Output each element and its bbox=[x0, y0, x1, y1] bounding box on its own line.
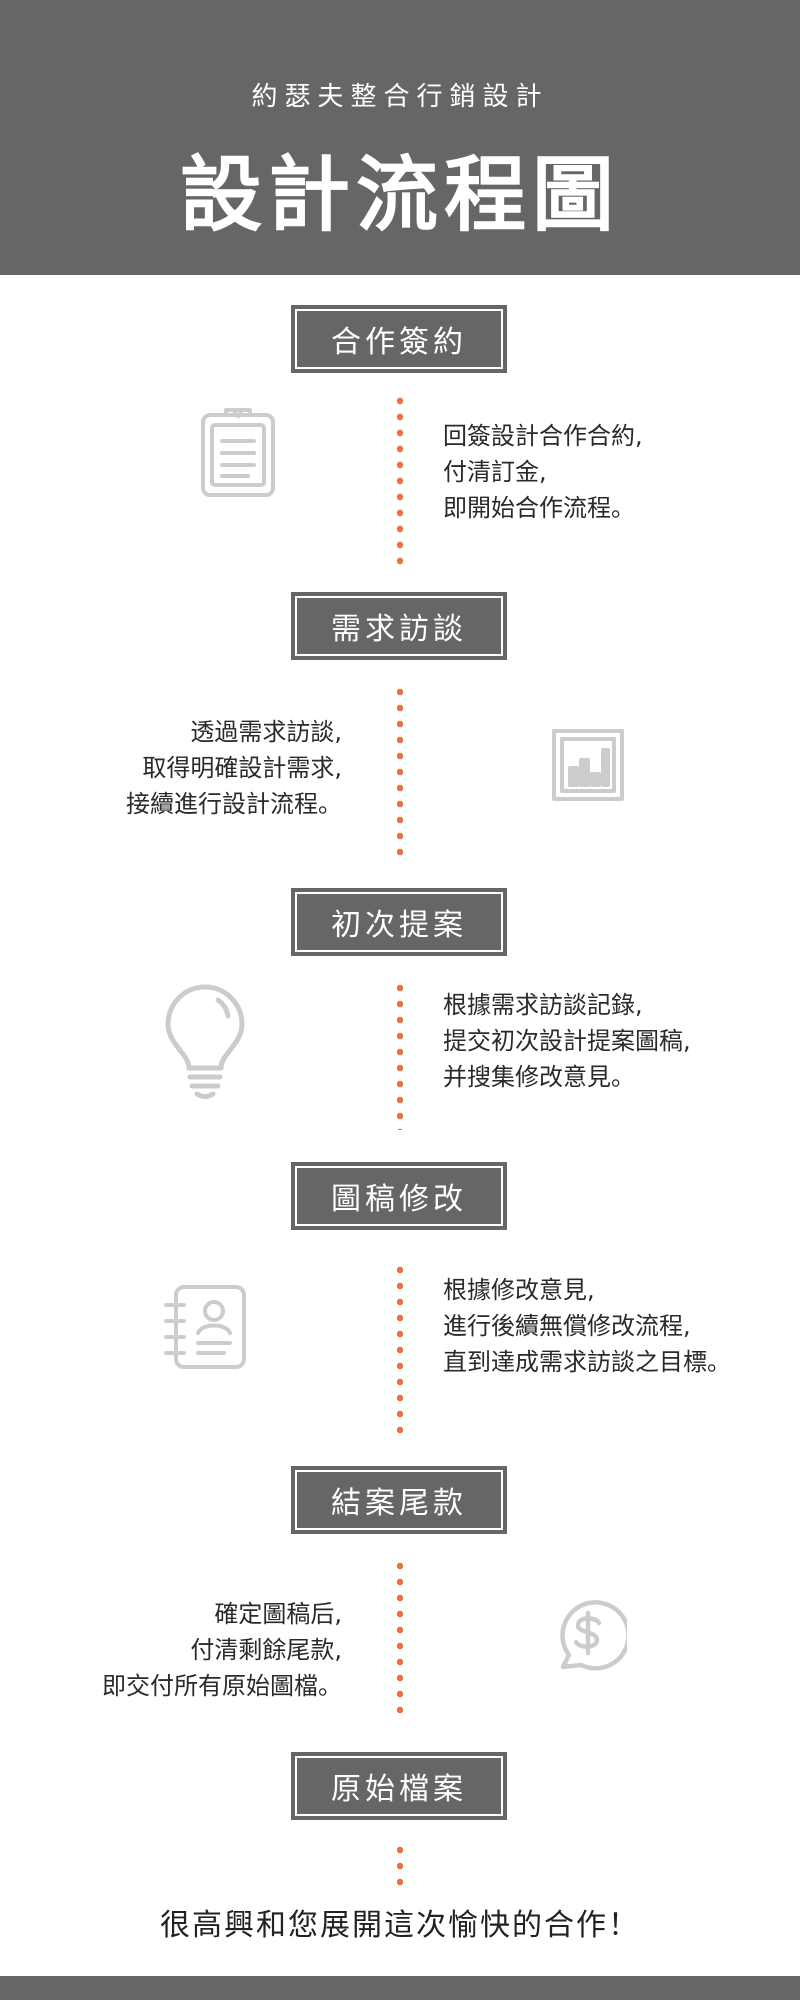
closing-message: 很高興和您展開這次愉快的合作！ bbox=[160, 1908, 640, 1943]
step-3-title: 初次提案 bbox=[295, 892, 503, 952]
clipboard-icon bbox=[198, 405, 278, 504]
step-3-description: 根據需求訪談記錄, 提交初次設計提案圖稿, 并搜集修改意見。 bbox=[443, 987, 691, 1095]
step-1-line-2: 付清訂金, bbox=[443, 458, 547, 486]
step-5-title: 結案尾款 bbox=[295, 1470, 503, 1530]
step-1-box: 合作簽約 bbox=[291, 305, 507, 373]
step-5-line-2: 付清剩餘尾款, bbox=[190, 1636, 342, 1664]
step-6-connector bbox=[397, 1842, 403, 1892]
page-title: 設計流程圖 bbox=[179, 148, 620, 243]
dollar-bubble-icon bbox=[547, 1595, 631, 1679]
step-5-box: 結案尾款 bbox=[291, 1466, 507, 1534]
step-6-box: 原始檔案 bbox=[291, 1752, 507, 1820]
lightbulb-icon bbox=[162, 982, 248, 1104]
step-2-description: 透過需求訪談, 取得明確設計需求, 接續進行設計流程。 bbox=[126, 714, 342, 822]
step-1-title: 合作簽約 bbox=[295, 309, 503, 369]
step-2-line-3: 接續進行設計流程。 bbox=[126, 790, 342, 818]
step-4-line-2: 進行後續無償修改流程, bbox=[443, 1312, 691, 1340]
step-3-connector bbox=[397, 980, 403, 1130]
step-5-line-1: 確定圖稿后, bbox=[214, 1600, 342, 1628]
step-4-box: 圖稿修改 bbox=[291, 1162, 507, 1230]
step-3-line-3: 并搜集修改意見。 bbox=[443, 1063, 635, 1091]
step-3-line-1: 根據需求訪談記錄, bbox=[443, 991, 643, 1019]
step-1-description: 回簽設計合作合約, 付清訂金, 即開始合作流程。 bbox=[443, 418, 643, 526]
step-5-description: 確定圖稿后, 付清剩餘尾款, 即交付所有原始圖檔。 bbox=[102, 1596, 342, 1704]
step-1-connector bbox=[397, 393, 403, 569]
step-4-description: 根據修改意見, 進行後續無償修改流程, 直到達成需求訪談之目標。 bbox=[443, 1272, 731, 1380]
step-4-connector bbox=[397, 1262, 403, 1438]
step-3-line-2: 提交初次設計提案圖稿, bbox=[443, 1027, 691, 1055]
notebook-icon bbox=[162, 1283, 250, 1375]
step-4-line-1: 根據修改意見, bbox=[443, 1276, 595, 1304]
step-1-line-1: 回簽設計合作合約, bbox=[443, 422, 643, 450]
step-2-connector bbox=[397, 684, 403, 860]
footer-bar bbox=[0, 1976, 800, 2000]
step-5-connector bbox=[397, 1558, 403, 1722]
step-2-box: 需求訪談 bbox=[291, 592, 507, 660]
company-subtitle: 約瑟夫整合行銷設計 bbox=[251, 82, 549, 112]
step-2-line-1: 透過需求訪談, bbox=[190, 718, 342, 746]
step-6-title: 原始檔案 bbox=[295, 1756, 503, 1816]
header-banner: 約瑟夫整合行銷設計 設計流程圖 bbox=[0, 0, 800, 275]
step-4-line-3: 直到達成需求訪談之目標。 bbox=[443, 1348, 731, 1376]
step-1-line-3: 即開始合作流程。 bbox=[443, 494, 635, 522]
step-5-line-3: 即交付所有原始圖檔。 bbox=[102, 1672, 342, 1700]
step-2-title: 需求訪談 bbox=[295, 596, 503, 656]
step-4-title: 圖稿修改 bbox=[295, 1166, 503, 1226]
step-2-line-2: 取得明確設計需求, bbox=[142, 754, 342, 782]
bar-chart-icon bbox=[551, 728, 625, 806]
step-3-box: 初次提案 bbox=[291, 888, 507, 956]
